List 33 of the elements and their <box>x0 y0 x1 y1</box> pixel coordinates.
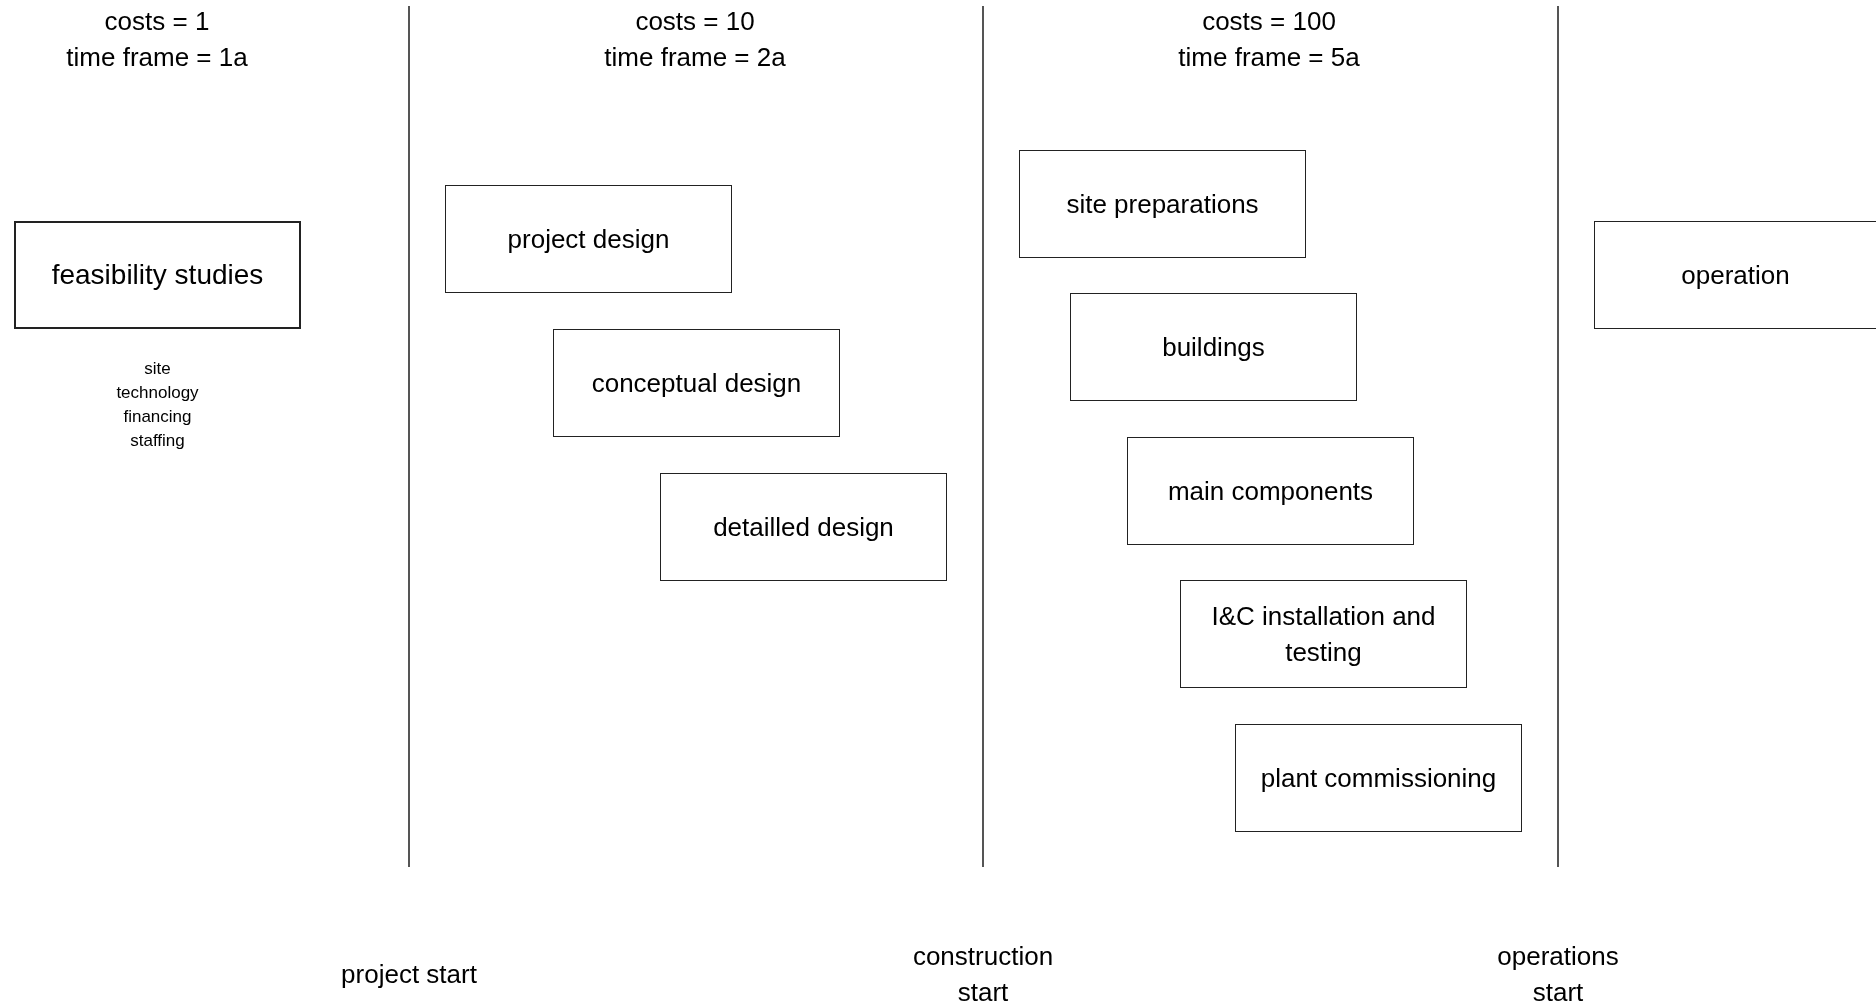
box-label: conceptual design <box>591 367 802 400</box>
header-text: costs = 1 <box>104 5 210 38</box>
box-label: project design <box>507 223 670 256</box>
process-box <box>553 329 840 437</box>
list-item: staffing <box>129 430 186 452</box>
process-box <box>445 185 732 293</box>
process-box <box>1235 724 1522 832</box>
process-box <box>14 221 301 329</box>
milestone-label: construction start <box>911 940 1055 1005</box>
box-label: I&C installation and testing <box>1210 600 1437 669</box>
header-text: time frame = 1a <box>66 41 248 74</box>
milestone-label: operations start <box>1496 940 1620 1005</box>
box-label: operation <box>1681 259 1790 292</box>
header-text: costs = 100 <box>1202 5 1336 38</box>
header-text: costs = 10 <box>635 5 755 38</box>
box-label: main components <box>1167 475 1374 508</box>
box-label: feasibility studies <box>51 258 264 292</box>
header-text: time frame = 2a <box>604 41 786 74</box>
header-text: time frame = 5a <box>1178 41 1360 74</box>
box-label: plant commissioning <box>1260 762 1497 795</box>
box-label: site preparations <box>1066 188 1259 221</box>
process-box <box>1070 293 1357 401</box>
milestone-label: project start <box>341 958 477 991</box>
process-box <box>1180 580 1467 688</box>
list-item: financing <box>122 406 193 428</box>
list-item: technology <box>116 382 199 404</box>
box-label: buildings <box>1162 331 1265 364</box>
process-box <box>1594 221 1876 329</box>
box-label: detailled design <box>713 511 894 544</box>
process-box <box>1127 437 1414 545</box>
list-item: site <box>143 358 172 380</box>
process-box <box>1019 150 1306 258</box>
process-box <box>660 473 947 581</box>
